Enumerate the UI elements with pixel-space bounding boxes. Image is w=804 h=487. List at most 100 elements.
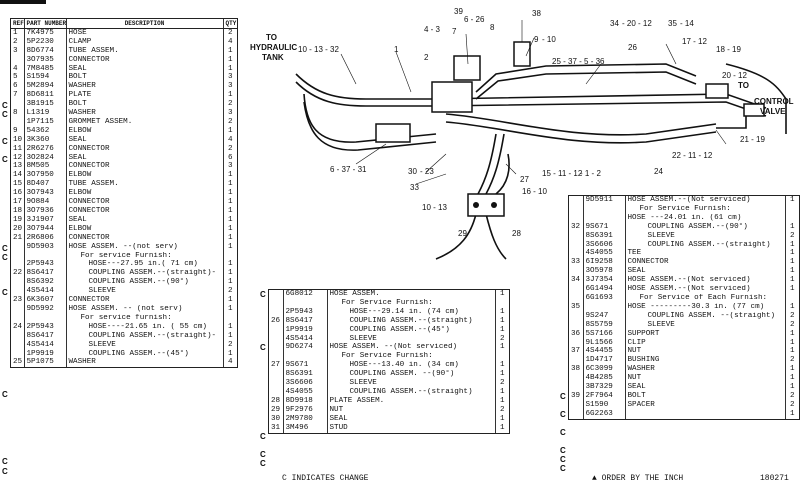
ref-no-cell [569,196,584,205]
part-number-cell: 5M2894 [24,82,67,92]
part-number-cell: 3K360 [24,135,67,145]
qty-cell: 1 [789,285,795,294]
qty-cell: 6 [227,153,233,162]
qty-cell: 3 [227,109,233,118]
table-row: For service Furnish: [11,251,237,261]
qty-cell: 1 [789,374,795,383]
ref-no-cell [569,293,584,303]
qty-cell: 1 [499,387,505,396]
part-number-cell [283,352,328,362]
part-number-cell: 2P5943 [24,322,67,332]
callout-10-13: 10 - 13 [422,203,447,212]
change-flag: C [2,253,8,262]
callout-8: 8 [490,23,495,32]
qty-cell: 2 [499,334,505,343]
part-number-cell: 4S5414 [283,334,328,344]
description-cell: CONNECTOR [66,296,224,305]
description-cell: HOSE ASSEM. --(not serv) [66,242,224,252]
description-cell: SLEEVE [66,340,224,350]
callout-18-19: 18 - 19 [716,45,741,54]
ref-no-cell [269,343,284,353]
part-number-cell: 5S7166 [583,329,626,339]
qty-cell: 1 [499,396,505,405]
ref-no-cell [11,304,25,314]
ref-no-cell: 2 [11,37,25,47]
part-number-cell: 9L1566 [583,338,626,348]
description-cell: GROMMET ASSEM. [66,117,224,127]
tank-label: TANK [262,53,284,62]
callout-17-12: 17 - 12 [682,37,707,46]
callout-34: 34 [610,19,619,28]
ref-no-cell: 35 [569,302,584,312]
ref-no-cell [11,278,25,288]
part-number-cell: 3O2824 [24,153,67,163]
callout-38: 38 [532,9,541,18]
ref-no-cell: 9 [11,126,25,136]
ref-no-cell [11,117,25,127]
ref-no-cell [569,204,584,214]
description-cell: ELBOW [66,224,224,234]
change-flag: C [260,459,266,468]
part-number-cell: 5P2230 [24,37,67,47]
description-cell: For Service of Each Furnish: [625,293,786,303]
description-cell: BUSHING [625,356,786,366]
table-row: For Service Furnish: [569,204,799,214]
description-cell: WASHER [625,365,786,375]
ref-no-cell [569,338,584,348]
callout-26: 26 [628,43,637,52]
ref-no-cell: 12 [11,153,25,163]
description-cell: HOSE---29.14 in. (74 cm) [327,307,496,317]
description-cell: TUBE ASSEM. [66,46,224,56]
part-number-cell: 6K3607 [24,296,67,305]
description-cell: HOSE---27.95 in.( 71 cm) [66,260,224,270]
ref-no-cell: 22 [11,269,25,279]
part-number-cell: 8D6774 [24,46,67,56]
description-cell: SPACER [625,400,786,410]
ref-no-cell: 33 [569,258,584,268]
qty-cell: 1 [227,180,233,189]
hydraulic-lines-diagram: TO HYDRAULIC TANK TO CONTROL VALVE 39 6 … [250,7,794,260]
ref-no-cell: 36 [569,329,584,339]
ref-no-cell [569,240,584,250]
ref-no-cell [11,100,25,110]
ref-no-cell: 19 [11,215,25,225]
part-number-cell: 9S671 [583,222,626,232]
change-flag: C [560,392,566,401]
ref-no-cell [11,313,25,323]
ref-no-cell: 39 [569,391,584,401]
qty-cell: 2 [227,287,233,296]
qty-cell: 1 [227,171,233,180]
ref-no-cell [11,349,25,359]
description-cell: BOLT [66,73,224,83]
qty-cell: 2 [227,100,233,109]
ref-no-cell: 11 [11,144,25,154]
description-cell: SEAL [66,64,224,74]
description-cell: SLEEVE [66,287,224,297]
valve-label: VALVE [760,107,786,116]
ref-no-cell: 38 [569,365,584,375]
qty-cell: 2 [789,231,795,240]
ref-no-cell: 13 [11,162,25,172]
qty-cell: 1 [789,196,795,204]
description-cell: ELBOW [66,189,224,199]
ref-no-cell [569,374,584,384]
qty-cell: 1 [227,304,233,313]
callout-10-13-32: 10 - 13 - 32 [298,45,339,54]
description-cell: WASHER [66,109,224,118]
ref-no-cell: 3 [11,46,25,56]
